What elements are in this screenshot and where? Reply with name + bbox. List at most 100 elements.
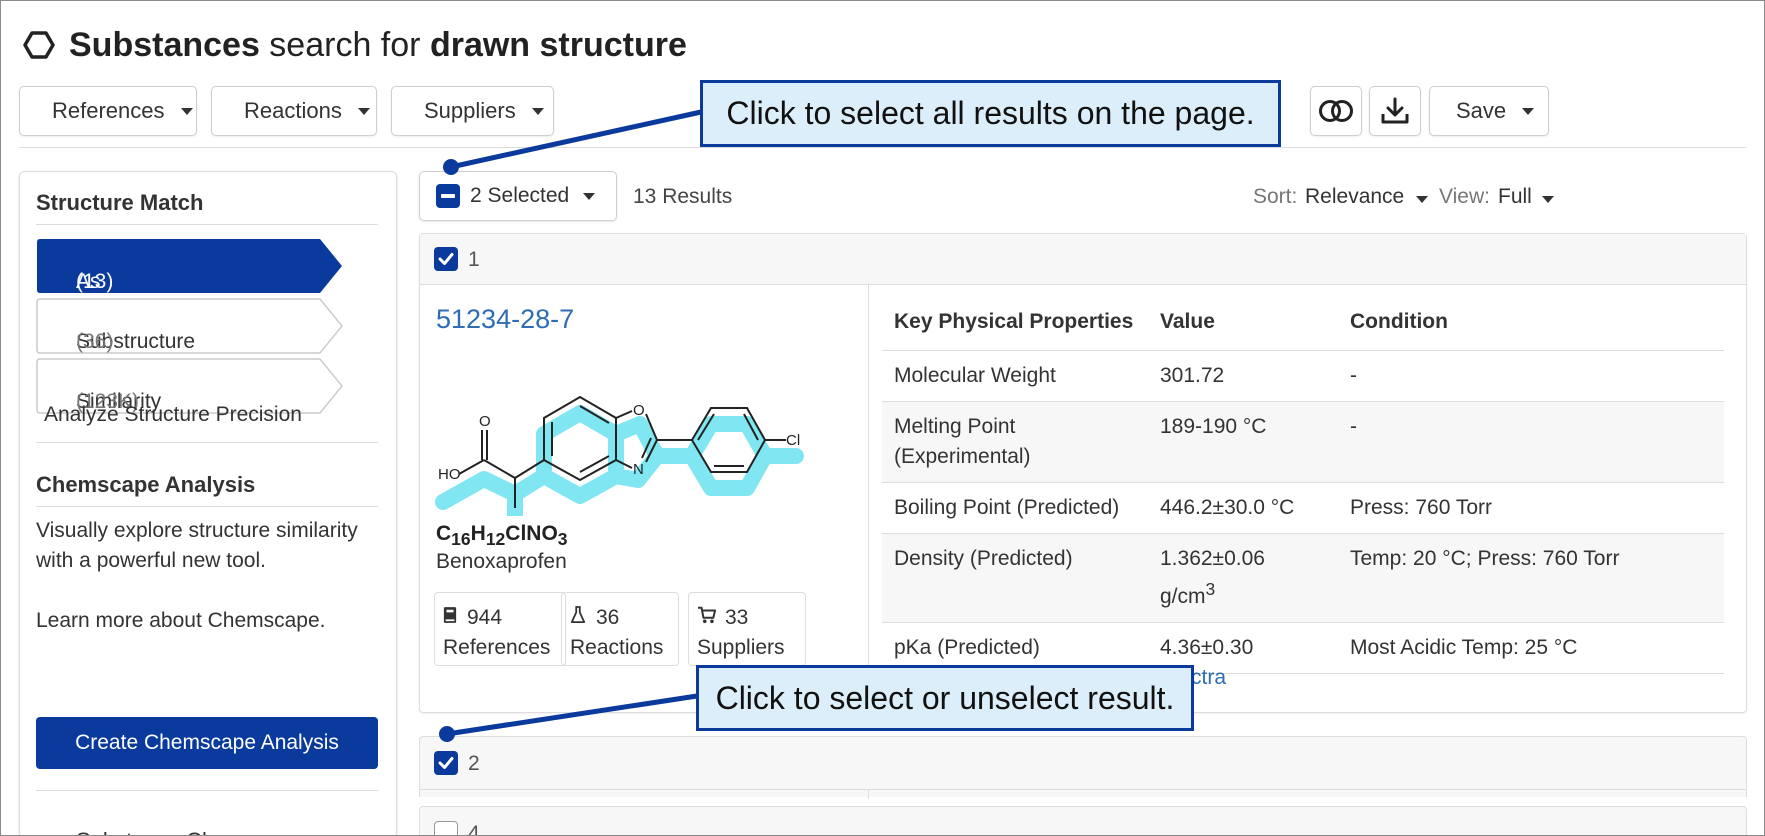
sort-label: Sort: xyxy=(1253,185,1298,208)
stat-count: 944 xyxy=(467,606,503,629)
learn-more-chemscape-link[interactable]: Learn more about Chemscape. xyxy=(36,609,326,632)
substance-class-label: Substance Class xyxy=(76,828,241,835)
formula-element: ClNO xyxy=(505,522,558,545)
result-index: 1 xyxy=(468,248,480,271)
suppliers-button[interactable]: Suppliers xyxy=(391,86,554,136)
toolbar-divider xyxy=(19,147,1746,148)
table-row: Density (Predicted) 1.362±0.06 g/cm3 Tem… xyxy=(882,533,1724,623)
divider xyxy=(36,442,378,443)
reactions-button[interactable]: Reactions xyxy=(211,86,377,136)
molecular-formula: C16H12ClNO3 xyxy=(436,522,568,550)
book-icon xyxy=(443,607,457,623)
cart-icon xyxy=(698,606,717,624)
compare-circles-icon xyxy=(1319,100,1353,122)
atom-label: O xyxy=(633,402,645,419)
compare-button[interactable] xyxy=(1310,86,1362,136)
option-label: Substructure xyxy=(76,330,196,353)
property-link[interactable]: Molecular Weight xyxy=(882,350,1148,402)
chevron-tab-shape xyxy=(37,239,342,293)
view-dropdown[interactable]: Full xyxy=(1498,185,1554,209)
chevron-down-icon xyxy=(531,107,544,115)
chevron-tab-shape xyxy=(36,358,343,414)
molecule-structure[interactable]: O HO O N Cl xyxy=(434,356,814,516)
formula-element: C xyxy=(436,522,452,545)
divider xyxy=(420,789,1746,790)
chevron-down-icon xyxy=(1541,196,1554,203)
result-checkbox[interactable] xyxy=(434,247,458,271)
formula-subscript: 3 xyxy=(557,529,568,550)
column-header: Key Physical Properties xyxy=(882,294,1148,351)
callout-select-result: Click to select or unselect result. xyxy=(696,665,1194,731)
page-title: Substances search for drawn structure xyxy=(23,23,687,67)
property-link[interactable]: Density (Predicted) xyxy=(882,533,1148,623)
property-condition: Temp: 20 °C; Press: 760 Torr xyxy=(1338,533,1724,623)
atom-label: O xyxy=(479,413,491,430)
option-count: (13) xyxy=(76,270,114,293)
results-count: 13 Results xyxy=(633,185,733,208)
chevron-down-icon xyxy=(583,192,596,200)
sort-dropdown[interactable]: Relevance xyxy=(1305,185,1429,209)
card-column-divider xyxy=(868,789,869,799)
chevron-down-icon xyxy=(357,107,370,115)
stat-label: Reactions xyxy=(570,636,664,659)
checkmark-icon xyxy=(438,757,454,769)
spectra-link[interactable]: ctra xyxy=(1191,666,1227,689)
result-card: 2 xyxy=(419,736,1747,799)
property-condition: - xyxy=(1338,401,1724,483)
structure-match-substructure[interactable]: Substructure (36) xyxy=(36,298,346,354)
property-value: 301.72 xyxy=(1148,350,1338,402)
result-index: 2 xyxy=(468,752,480,775)
stat-count: 33 xyxy=(725,606,749,629)
substance-hexagon-icon xyxy=(23,31,55,59)
reactions-label: Reactions xyxy=(244,98,342,123)
select-all-dropdown[interactable]: 2 Selected xyxy=(419,171,617,221)
substance-class-heading[interactable]: Substance Class xyxy=(47,828,241,835)
stat-label: Suppliers xyxy=(697,636,785,659)
column-header: Value xyxy=(1148,294,1338,351)
references-button[interactable]: References xyxy=(19,86,197,136)
title-middle: search for xyxy=(259,25,430,64)
stat-count: 36 xyxy=(596,606,620,629)
card-column-divider xyxy=(868,284,869,712)
create-chemscape-button[interactable]: Create Chemscape Analysis xyxy=(36,717,378,769)
stat-label: References xyxy=(443,636,551,659)
property-link[interactable]: Boiling Point (Predicted) xyxy=(882,482,1148,534)
result-card: 4 xyxy=(419,806,1747,836)
result-checkbox[interactable] xyxy=(434,821,458,835)
bond-lines xyxy=(458,395,786,508)
chevron-down-icon xyxy=(1416,196,1429,203)
structure-match-similarity[interactable]: Similarity (123K) xyxy=(36,358,346,414)
download-button[interactable] xyxy=(1369,86,1421,136)
divider xyxy=(36,790,378,791)
atom-label: N xyxy=(633,461,644,478)
save-button[interactable]: Save xyxy=(1429,86,1549,136)
download-icon xyxy=(1381,97,1409,124)
chemscape-description: Visually explore structure similarity wi… xyxy=(36,519,358,572)
property-link[interactable]: Melting Point (Experimental) xyxy=(882,401,1148,483)
suppliers-label: Suppliers xyxy=(424,98,516,123)
option-count: (123K) xyxy=(76,390,140,413)
view-value: Full xyxy=(1498,185,1532,208)
cas-number-link[interactable]: 51234-28-7 xyxy=(436,304,575,334)
analyze-structure-precision-link[interactable]: Analyze Structure Precision xyxy=(44,403,302,426)
structure-match-as-drawn[interactable]: As Drawn (13) xyxy=(36,238,346,317)
result-index: 4 xyxy=(468,822,480,836)
formula-subscript: 12 xyxy=(485,529,506,550)
table-header-row: Key Physical Properties Value Condition xyxy=(882,294,1724,351)
partial-select-checkbox-icon[interactable] xyxy=(436,184,460,208)
atom-label: Cl xyxy=(786,432,800,449)
divider xyxy=(36,506,378,507)
formula-subscript: 16 xyxy=(451,529,471,550)
table-row: Melting Point (Experimental) 189-190 °C … xyxy=(882,401,1724,483)
formula-element: H xyxy=(470,522,486,545)
result-card-header: 1 xyxy=(420,234,1746,285)
value-text: 1.362±0.06 g/cm xyxy=(1160,547,1265,608)
flask-icon xyxy=(570,606,586,623)
column-header: Condition xyxy=(1338,294,1724,351)
result-checkbox[interactable] xyxy=(434,751,458,775)
property-condition: Press: 760 Torr xyxy=(1338,482,1724,534)
